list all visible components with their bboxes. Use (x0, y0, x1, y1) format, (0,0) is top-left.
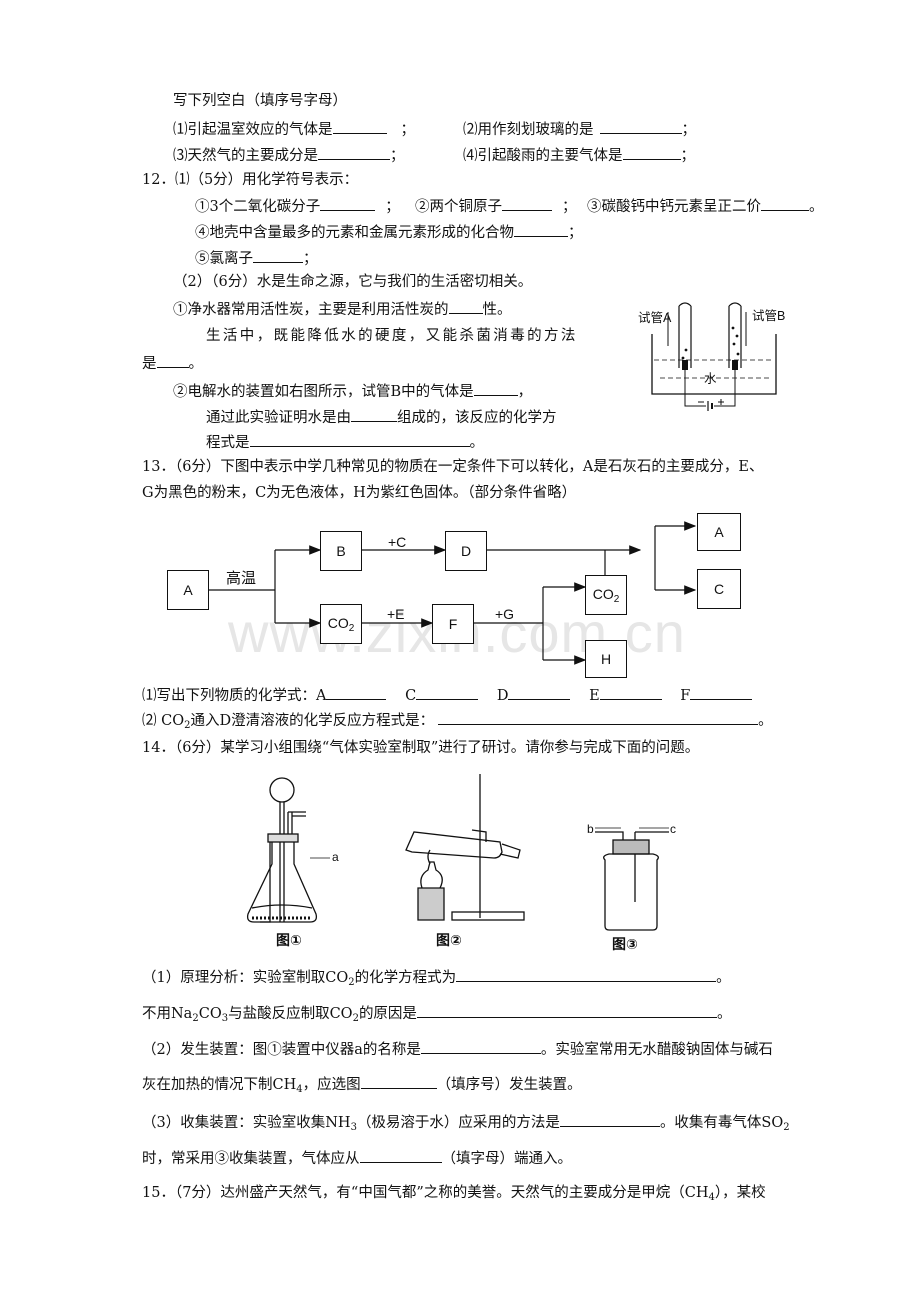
q11-item-1: ⑴引起温室效应的气体是； (173, 119, 415, 139)
apparatus-figure-3 (595, 827, 669, 931)
answer-blank[interactable] (438, 710, 759, 725)
answer-blank[interactable] (514, 222, 568, 237)
node-f: F (432, 604, 474, 644)
answer-blank[interactable] (416, 1003, 717, 1018)
condition-high-temp: 高温 (226, 570, 257, 587)
node-co2-1: CO2 (320, 604, 362, 644)
q14-apparatus-2: 灰在加热的情况下制CH4，应选图（填序号）发生装置。 (142, 1074, 582, 1099)
q14-line: 14．（6分）某学习小组围绕“气体实验室制取”进行了研讨。请你参与完成下面的问题… (142, 740, 700, 756)
answer-blank[interactable] (559, 1112, 660, 1127)
answer-blank[interactable] (502, 196, 552, 211)
figure-label-b: b (587, 822, 594, 836)
answer-blank[interactable] (359, 1148, 442, 1163)
answer-blank[interactable] (416, 685, 479, 700)
q13-line-1: 13．（6分）下图中表示中学几种常见的物质在一定条件下可以转化，A是石灰石的主要… (142, 459, 764, 475)
figure-1-caption: 图① (276, 932, 302, 948)
flow-diagram (208, 521, 697, 665)
answer-blank[interactable] (320, 196, 376, 211)
q15-line: 15．（7分）达州盛产天然气，有“中国气都”之称的美誉。天然气的主要成分是甲烷（… (142, 1185, 766, 1203)
answer-blank[interactable] (622, 145, 681, 160)
q14-collect-1: （3）收集装置：实验室收集NH3（极易溶于水）应采用的方法是。收集有毒气体SO2 (142, 1112, 790, 1137)
q14-principle-2: 不用Na2CO3与盐酸反应制取CO2的原因是。 (142, 1003, 731, 1028)
q14-principle-1: （1）原理分析：实验室制取CO2的化学方程式为。 (142, 967, 731, 992)
figure-3-caption: 图③ (612, 936, 638, 952)
answer-blank[interactable] (448, 299, 483, 314)
answer-blank[interactable] (508, 685, 571, 700)
reagent-plus-e: +E (387, 606, 405, 622)
tube-a-label: 试管A (638, 311, 672, 325)
q12-water-2: 生活中，既能降低水的硬度，又能杀菌消毒的方法 (206, 328, 578, 344)
answer-blank[interactable] (318, 145, 390, 160)
q12-water-1: ①净水器常用活性炭，主要是利用活性炭的性。 (173, 299, 512, 319)
figure-label-c: c (670, 822, 676, 836)
q12-water-5: 通过此实验证明水是由组成的，该反应的化学方 (206, 407, 557, 427)
answer-blank[interactable] (456, 967, 717, 982)
q12-item-3: ③碳酸钙中钙元素呈正二价。 (587, 196, 824, 216)
figure-2-caption: 图② (436, 932, 462, 948)
node-co2-2: CO2 (585, 575, 627, 615)
q12-item-5: ⑤氯离子； (195, 248, 318, 268)
apparatus-figure-2 (405, 774, 525, 921)
answer-blank[interactable] (332, 119, 387, 134)
apparatus-figure-1 (246, 777, 330, 923)
answer-blank[interactable] (599, 685, 662, 700)
node-a-product: A (697, 513, 741, 551)
answer-blank[interactable] (473, 381, 518, 396)
answer-blank[interactable] (156, 353, 189, 368)
figure-label-a: a (332, 850, 339, 864)
answer-blank[interactable] (420, 1039, 541, 1054)
answer-blank[interactable] (326, 685, 387, 700)
node-b: B (320, 531, 362, 571)
q12-item-4: ④地壳中含量最多的元素和金属元素形成的化合物； (195, 222, 583, 242)
q12-water-3: 是。 (142, 353, 203, 373)
q13-sub-1: ⑴写出下列物质的化学式：A C D E F (142, 685, 753, 705)
node-a: A (167, 570, 209, 610)
q11-item-4: ⑷引起酸雨的主要气体是； (463, 145, 695, 165)
q12-part1-heading: 12．⑴（5分）用化学符号表示： (142, 172, 359, 188)
q11-item-2: ⑵用作刻划玻璃的是； (463, 119, 696, 139)
q14-apparatus-1: （2）发生装置：图①装置中仪器a的名称是。实验室常用无水醋酸钠固体与碱石 (142, 1039, 773, 1059)
q12-item-1: ①3个二氧化碳分子； (195, 196, 400, 216)
tube-b-label: 试管B (752, 309, 786, 323)
q12-water-6: 程式是。 (206, 432, 484, 452)
answer-blank[interactable] (599, 119, 682, 134)
answer-blank[interactable] (761, 196, 809, 211)
water-label: 水 (704, 372, 717, 386)
q12-item-2: ②两个铜原子； (415, 196, 577, 216)
q12-water-4: ②电解水的装置如右图所示，试管B中的气体是， (173, 381, 532, 401)
node-h: H (585, 640, 627, 678)
reagent-plus-c: +C (388, 534, 407, 550)
node-d: D (445, 531, 487, 571)
q12-part2-heading: （2）（6分）水是生命之源，它与我们的生活密切相关。 (173, 274, 533, 290)
q14-collect-2: 时，常采用③收集装置，气体应从（填字母）端通入。 (142, 1148, 572, 1168)
answer-blank[interactable] (249, 432, 470, 447)
q11-item-3: ⑶天然气的主要成分是； (173, 145, 405, 165)
answer-blank[interactable] (360, 1074, 437, 1089)
answer-blank[interactable] (351, 407, 397, 422)
q11-intro: 写下列空白（填序号字母） (173, 93, 347, 109)
q13-sub-2: ⑵ CO2通入D澄清溶液的化学反应方程式是：。 (142, 710, 773, 735)
node-c: C (697, 569, 741, 609)
q13-line-2: G为黑色的粉末，C为无色液体，H为紫红色固体。（部分条件省略） (142, 485, 577, 501)
reagent-plus-g: +G (495, 606, 515, 622)
electrolysis-figure (651, 302, 777, 411)
answer-blank[interactable] (690, 685, 753, 700)
answer-blank[interactable] (253, 248, 303, 263)
